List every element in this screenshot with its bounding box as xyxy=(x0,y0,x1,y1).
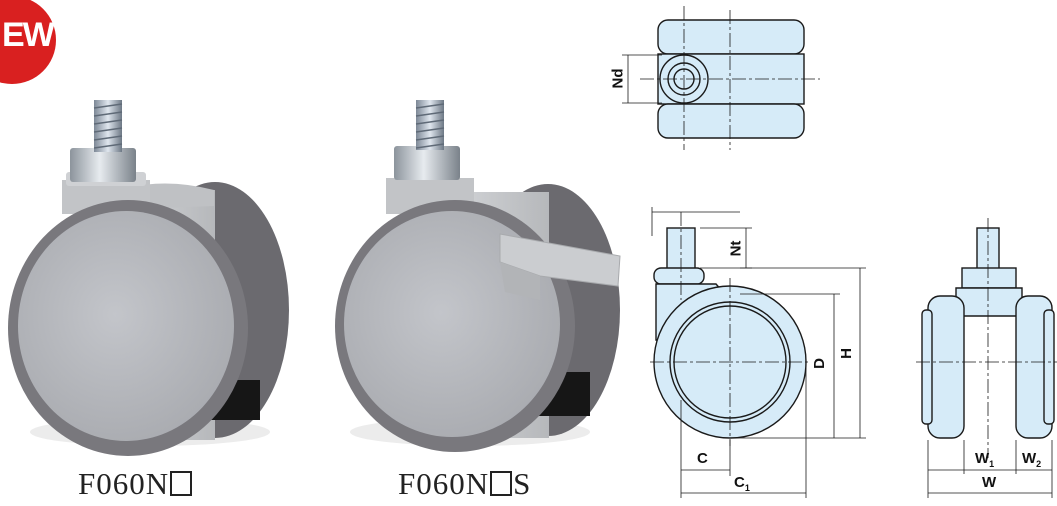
dim-label-w2: W2 xyxy=(1022,450,1041,469)
dim-label-w1: W1 xyxy=(975,450,994,469)
dim-label-nd: Nd xyxy=(609,68,627,89)
dim-label-nt: Nt xyxy=(727,240,745,257)
dim-label-w2-sub: 2 xyxy=(1036,459,1042,469)
product-code-brake: F060N S xyxy=(398,466,531,502)
dim-label-w: W xyxy=(982,474,997,491)
caster-photo-standard xyxy=(8,100,289,456)
new-badge xyxy=(0,0,56,84)
dim-label-w1-main: W xyxy=(975,450,990,467)
new-badge-label: EW xyxy=(2,16,55,54)
side-view-drawing xyxy=(650,207,866,498)
dim-label-c1-sub: 1 xyxy=(744,483,750,493)
dim-label-c1: C1 xyxy=(734,474,750,493)
top-view-drawing xyxy=(622,6,820,150)
dim-label-c1-main: C xyxy=(734,474,745,491)
variant-placeholder-box xyxy=(170,471,193,496)
front-view-drawing xyxy=(916,218,1057,498)
product-code-prefix: F060N xyxy=(78,466,170,501)
product-code-suffix: S xyxy=(513,466,532,501)
product-code-prefix: F060N xyxy=(398,466,490,501)
dim-label-w2-main: W xyxy=(1022,450,1037,467)
caster-photo-brake xyxy=(335,100,621,452)
dim-label-w1-sub: 1 xyxy=(989,459,995,469)
product-code-standard: F060N xyxy=(78,466,193,502)
variant-placeholder-box xyxy=(490,471,513,496)
dim-label-c: C xyxy=(697,450,708,467)
dim-label-h: H xyxy=(837,348,855,359)
dim-label-d: D xyxy=(810,358,828,369)
